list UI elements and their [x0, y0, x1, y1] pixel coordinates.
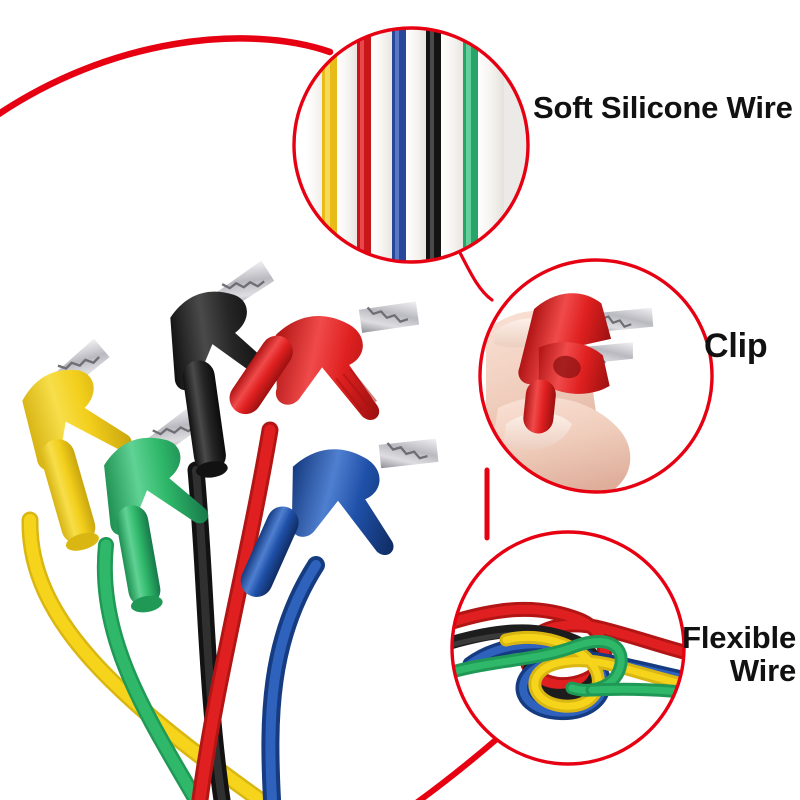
callout-3-ring: [450, 530, 686, 766]
callout-1-content: [294, 28, 528, 262]
wire-macro-stripes: [306, 28, 528, 262]
alligator-clip-red: [229, 301, 420, 420]
callout-3-content: [452, 532, 684, 764]
leader-top-left: [0, 35, 334, 118]
callout-label-soft-silicone-wire: Soft Silicone Wire: [533, 90, 793, 125]
callout-label-flexible-wire: Flexible Wire: [682, 620, 796, 688]
product-photo: [21, 260, 439, 800]
clip-sleeve-yellow: [40, 439, 96, 545]
callout-label-clip: Clip: [704, 327, 768, 365]
clip-boot-red: [275, 316, 380, 420]
cable-green-hl: [99, 539, 202, 800]
clip-pivot-hole: [553, 355, 581, 379]
clip-sleeve-blue: [240, 506, 299, 597]
knot-bundle: [452, 601, 684, 721]
clip-lever-red: [523, 379, 556, 434]
callout-1-ring: [292, 26, 530, 264]
clip-sleeve-end-black: [195, 461, 228, 478]
callout-clip: [478, 258, 714, 494]
jaw-serration-blue: [386, 442, 428, 460]
clip-sleeve-black: [182, 360, 226, 472]
clip-sleeve-green: [116, 505, 161, 607]
jaw-serration-green: [152, 425, 196, 436]
clip-in-hand: [518, 293, 654, 434]
leader-bottom-left: [415, 735, 501, 800]
callout-soft-silicone-wire: [292, 26, 530, 264]
callout-2-content: [480, 260, 712, 492]
jaw-serration-red: [366, 306, 409, 323]
clip-boot-blue: [290, 449, 394, 556]
alligator-clip-blue: [240, 438, 439, 597]
jaw-serration-black: [221, 280, 265, 290]
clip-sleeve-red: [229, 335, 293, 415]
clip-sleeve-end-green: [130, 595, 163, 613]
callout-flexible-wire: [450, 530, 686, 766]
clip-grip-ribs-red: [335, 368, 377, 412]
clip-sleeve-end-yellow: [65, 532, 99, 551]
alligator-clip-yellow: [22, 338, 132, 551]
cable-red-hl: [194, 424, 276, 800]
cable-blue-hl: [265, 560, 321, 800]
callout-2-ring: [478, 258, 714, 494]
jaw-serration-yellow: [57, 356, 101, 370]
